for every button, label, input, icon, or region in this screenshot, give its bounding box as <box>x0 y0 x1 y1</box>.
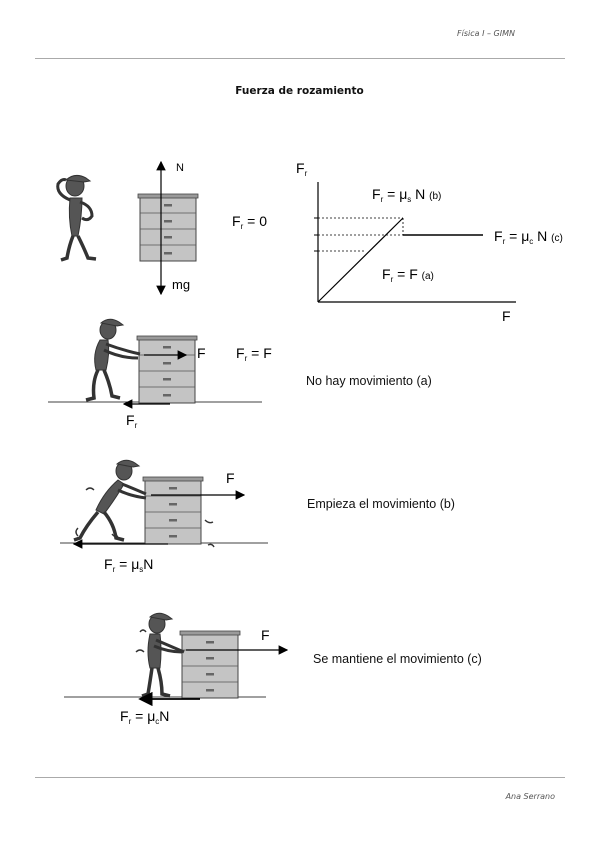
label-b-symbol: F <box>372 186 381 202</box>
label-a-subscript: r <box>390 275 394 284</box>
eq2-symbol: F <box>236 345 245 361</box>
friction-symbol: F <box>126 412 135 428</box>
footer-rule <box>35 777 565 778</box>
normal-label: N <box>176 162 184 174</box>
equation-scene4: Fr = μcN <box>120 708 169 726</box>
label-c-mu-subscript: c <box>529 237 534 246</box>
motion-marks-scene4 <box>135 629 147 653</box>
eq3-mu-subscript: s <box>139 565 144 574</box>
footer-author: Ana Serrano <box>505 792 555 801</box>
motion-marks-scene3 <box>75 487 215 548</box>
label-c-symbol: F <box>494 228 503 244</box>
pushing-person-scene3 <box>73 459 147 542</box>
thinking-person-figure <box>56 174 97 262</box>
cabinet-scene3 <box>142 476 204 545</box>
force-label-scene2: F <box>197 345 206 361</box>
label-static-max: Fr = μs N (b) <box>372 186 441 204</box>
ylabel-symbol: F <box>296 160 305 176</box>
cabinet-scene2 <box>136 335 198 404</box>
friction-label-scene2: Fr <box>126 412 137 430</box>
eq4-mid: = μ <box>131 708 156 724</box>
header-course: Física I – GIMN <box>457 29 515 38</box>
pushing-person-scene2 <box>85 318 141 402</box>
pushing-person-scene4 <box>141 612 185 698</box>
label-a-tag: (a) <box>421 271 434 282</box>
force-label-scene3: F <box>226 470 235 486</box>
label-b-tag: (b) <box>429 191 442 202</box>
cabinet-scene1 <box>137 193 199 262</box>
eq2-rhs: = F <box>247 345 272 361</box>
graph-y-label: Fr <box>296 160 307 178</box>
label-b-mu-subscript: s <box>407 195 412 204</box>
label-c-subscript: r <box>502 237 506 246</box>
cabinet-scene4 <box>179 630 241 699</box>
label-c-rest: N <box>533 228 548 244</box>
eq3-subscript: r <box>112 565 116 574</box>
eq4-symbol: F <box>120 708 129 724</box>
equation-scene3: Fr = μsN <box>104 556 153 574</box>
page-title: Fuerza de rozamiento <box>235 85 364 97</box>
eq4-subscript: r <box>128 717 132 726</box>
eq3-mid: = μ <box>115 556 140 572</box>
ylabel-subscript: r <box>304 169 308 178</box>
weight-label: mg <box>172 277 190 292</box>
eq-symbol: F <box>232 213 241 229</box>
label-a-eq: = F <box>393 266 418 282</box>
graph-x-label: F <box>502 308 511 324</box>
label-b-rest: N <box>411 186 426 202</box>
force-label-scene4: F <box>261 627 270 643</box>
eq-subscript: r <box>240 222 244 231</box>
eq-rhs: = 0 <box>243 213 267 229</box>
caption-motion-begins: Empieza el movimiento (b) <box>307 497 455 511</box>
label-b-eq: = μ <box>383 186 408 202</box>
friction-zero-equation: Fr = 0 <box>232 213 267 231</box>
eq3-end: N <box>143 556 154 572</box>
friction-subscript: r <box>134 421 138 430</box>
equation-scene2: Fr = F <box>236 345 272 363</box>
eq3-symbol: F <box>104 556 113 572</box>
friction-graph <box>314 182 516 303</box>
caption-motion-maintained: Se mantiene el movimiento (c) <box>313 652 482 666</box>
eq4-end: N <box>159 708 170 724</box>
static-friction-line <box>317 217 404 303</box>
label-b-subscript: r <box>380 195 384 204</box>
label-a-symbol: F <box>382 266 391 282</box>
caption-no-motion: No hay movimiento (a) <box>306 374 432 388</box>
eq2-subscript: r <box>244 354 248 363</box>
label-c-eq: = μ <box>505 228 530 244</box>
header-rule <box>35 58 565 59</box>
label-static: Fr = F (a) <box>382 266 434 284</box>
label-kinetic: Fr = μc N (c) <box>494 228 563 246</box>
eq4-mu-subscript: c <box>155 717 160 726</box>
label-c-tag: (c) <box>551 233 563 244</box>
